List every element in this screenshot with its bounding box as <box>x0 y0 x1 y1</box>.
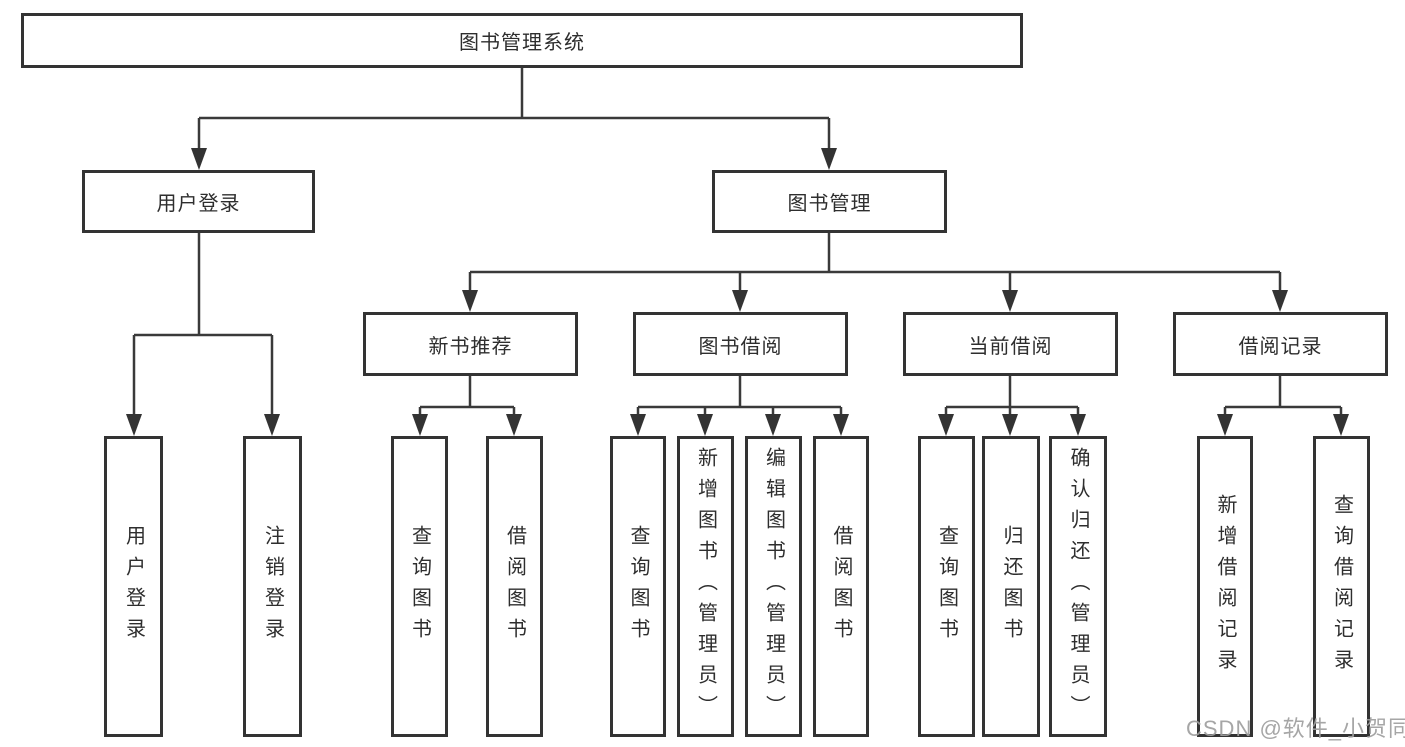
leaf-label: 借阅图书 <box>503 524 526 649</box>
leaf-borrow-books-1: 借阅图书 <box>486 436 543 737</box>
leaf-label: 确认归还（管理员） <box>1067 447 1089 726</box>
leaf-user-login: 用户登录 <box>104 436 163 737</box>
leaf-query-books-3: 查询图书 <box>918 436 975 737</box>
leaf-label: 用户登录 <box>122 524 145 649</box>
leaf-query-books-1: 查询图书 <box>391 436 448 737</box>
node-borrowing-records: 借阅记录 <box>1173 312 1388 376</box>
node-book-management: 图书管理 <box>712 170 947 233</box>
leaf-label: 编辑图书（管理员） <box>762 447 785 726</box>
leaf-query-books-2: 查询图书 <box>610 436 666 737</box>
leaf-label: 查询图书 <box>935 524 958 649</box>
leaf-label: 借阅图书 <box>830 524 852 649</box>
leaf-logout: 注销登录 <box>243 436 302 737</box>
leaf-label: 注销登录 <box>261 524 284 649</box>
node-user-login: 用户登录 <box>82 170 315 233</box>
leaf-label: 查询图书 <box>408 524 431 649</box>
leaf-return-books: 归还图书 <box>982 436 1040 737</box>
leaf-borrow-books-2: 借阅图书 <box>813 436 869 737</box>
leaf-label: 新增图书（管理员） <box>694 447 717 726</box>
node-current-borrowing: 当前借阅 <box>903 312 1118 376</box>
leaf-confirm-return-admin: 确认归还（管理员） <box>1049 436 1107 737</box>
leaf-label: 查询借阅记录 <box>1330 493 1353 680</box>
leaf-add-books-admin: 新增图书（管理员） <box>677 436 734 737</box>
leaf-add-borrow-record: 新增借阅记录 <box>1197 436 1253 737</box>
node-new-book-recommendation: 新书推荐 <box>363 312 578 376</box>
leaf-edit-books-admin: 编辑图书（管理员） <box>745 436 802 737</box>
csdn-watermark: CSDN @软件_小贺同学 <box>1186 716 1405 741</box>
leaf-label: 查询图书 <box>627 524 649 649</box>
leaf-label: 归还图书 <box>1000 524 1022 649</box>
leaf-label: 新增借阅记录 <box>1214 493 1236 680</box>
leaf-query-borrow-record: 查询借阅记录 <box>1313 436 1370 737</box>
node-root-library-system: 图书管理系统 <box>21 13 1023 68</box>
node-book-borrowing: 图书借阅 <box>633 312 848 376</box>
